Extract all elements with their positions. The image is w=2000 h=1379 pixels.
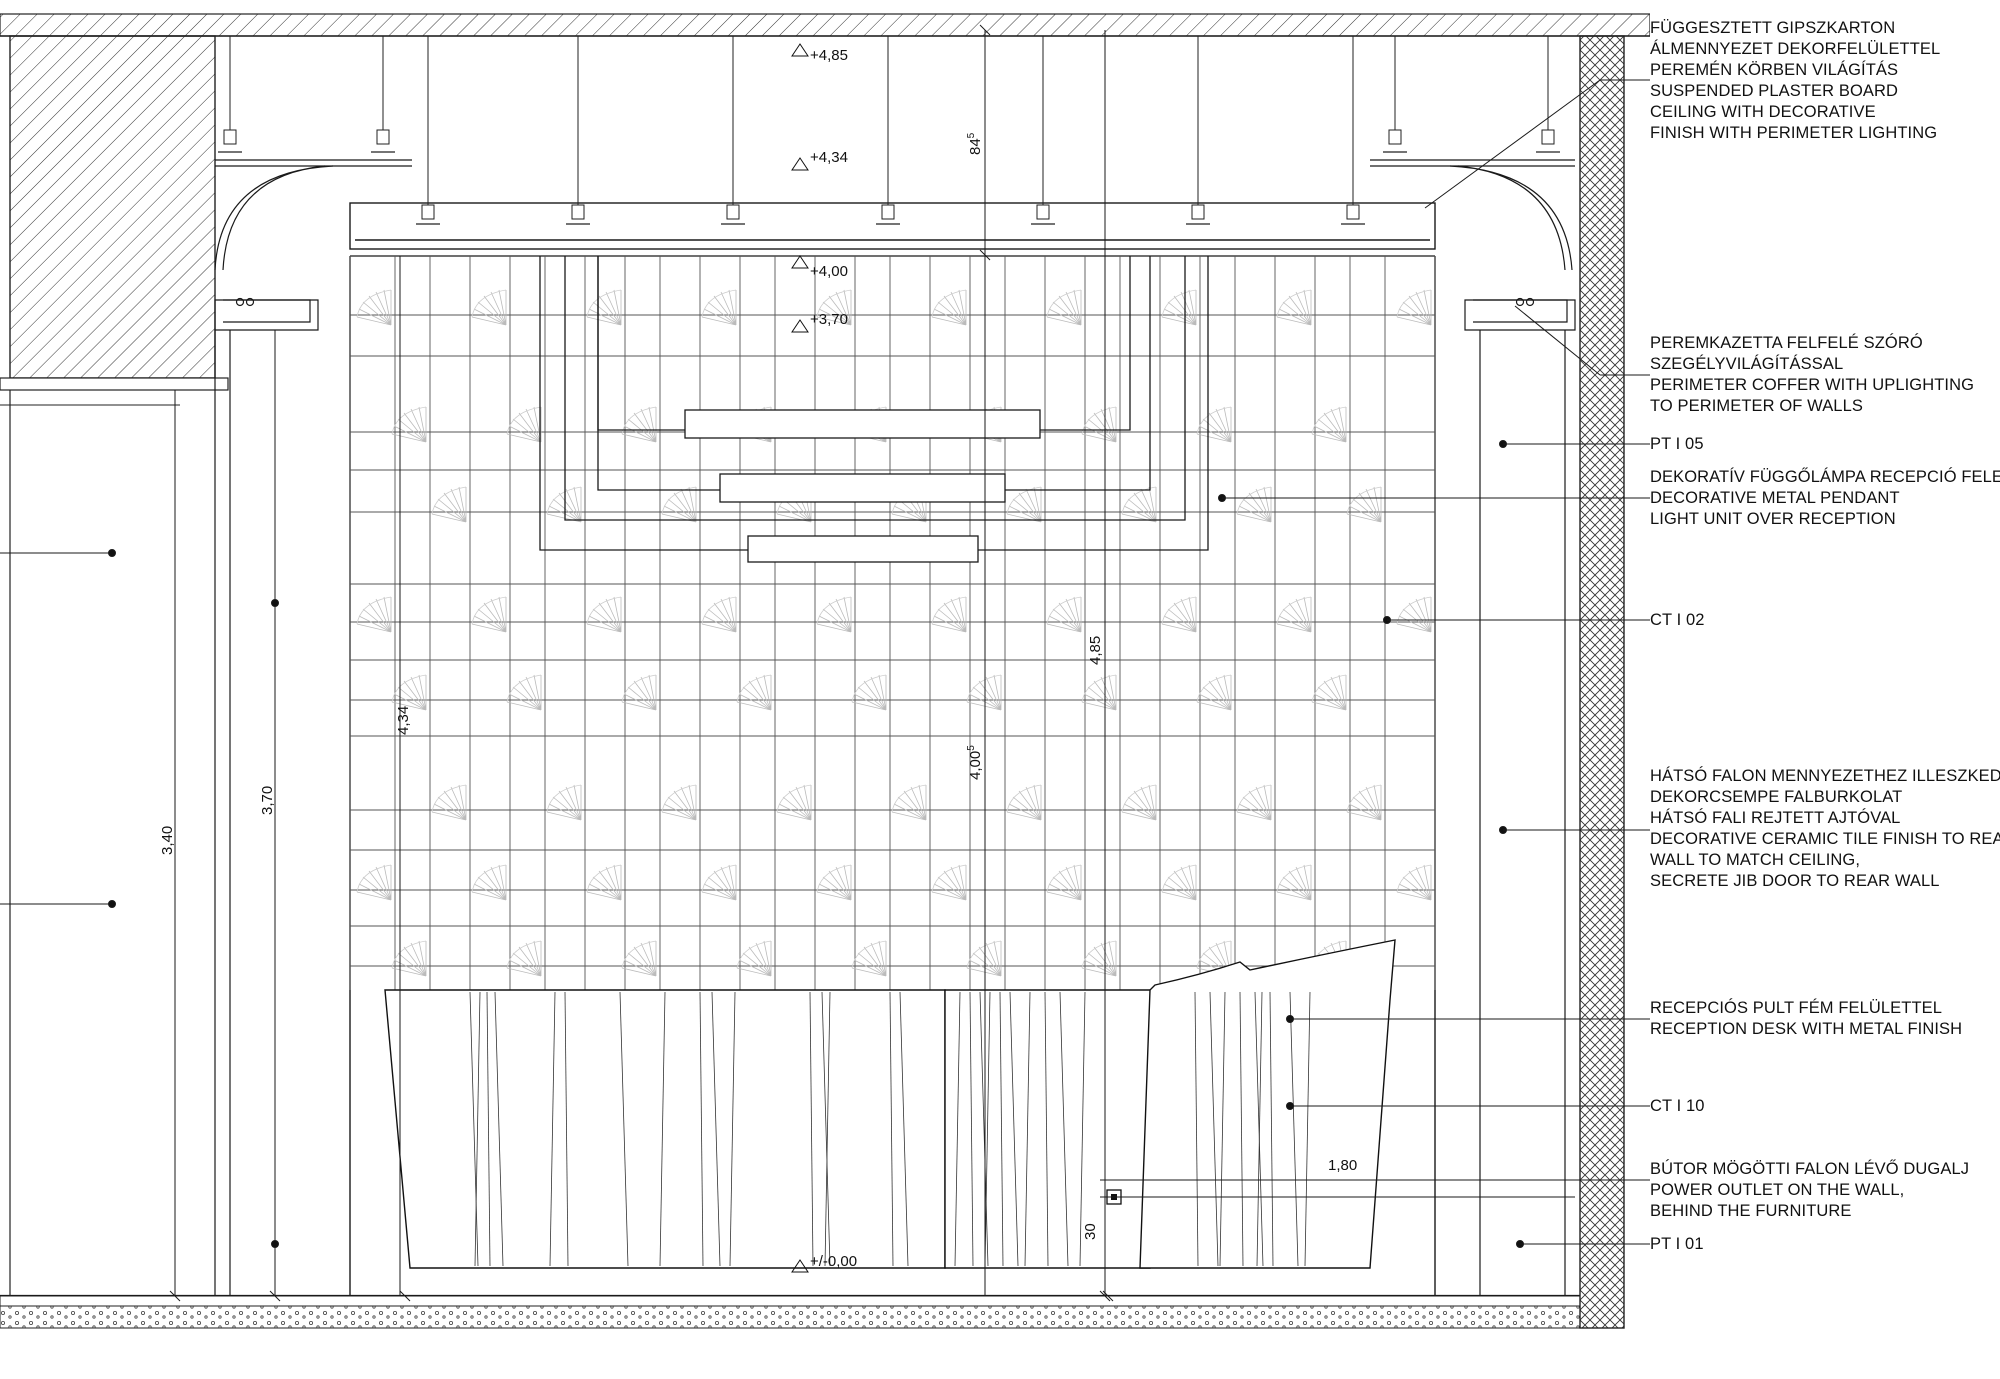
note-line: ÁLMENNYEZET DEKORFELÜLETTEL (1650, 40, 1941, 58)
note-rear-wall-tiles: HÁTSÓ FALON MENNYEZETHEZ ILLESZKEDŐ DEKOR… (1650, 766, 2000, 892)
note-line: CT I 02 (1650, 611, 1705, 629)
note-line: PEREMKAZETTA FELFELÉ SZÓRÓ (1650, 334, 1923, 352)
annotation-notes: FÜGGESZTETT GIPSZKARTON ÁLMENNYEZET DEKOR… (1650, 0, 2000, 1379)
dim-370: 3,70 (259, 786, 276, 815)
dim-434: 4,34 (395, 706, 412, 735)
note-line: RECEPCIÓS PULT FÉM FELÜLETTEL (1650, 999, 1943, 1017)
dimension-lines (0, 24, 1575, 1302)
ceiling-slab (0, 13, 1650, 37)
note-line: DECORATIVE CERAMIC TILE FINISH TO REAR (1650, 830, 2000, 848)
note-line: DECORATIVE METAL PENDANT (1650, 489, 1900, 507)
right-perimeter-coffer (1370, 159, 1576, 1296)
note-line: FÜGGESZTETT GIPSZKARTON (1650, 19, 1896, 37)
note-line: CEILING WITH DECORATIVE (1650, 103, 1876, 121)
note-perimeter-coffer: PEREMKAZETTA FELFELÉ SZÓRÓ SZEGÉLYVILÁGÍT… (1650, 333, 1974, 417)
note-line: HÁTSÓ FALI REJTETT AJTÓVAL (1650, 809, 1901, 827)
level-485: +4,85 (810, 47, 848, 64)
reception-desk (384, 939, 1396, 1269)
note-line: DEKORATÍV FÜGGŐLÁMPA RECEPCIÓ FELETT (1650, 468, 2000, 486)
level-000: +/-0,00 (810, 1253, 857, 1270)
note-line: CT I 10 (1650, 1097, 1705, 1115)
floor-slab (0, 1294, 1581, 1329)
note-line: PT I 01 (1650, 1235, 1704, 1253)
dimension-texts: 845 4,85 4,005 4,34 3,70 3,40 1,80 30 (159, 132, 1357, 1240)
note-ct10: CT I 10 (1650, 1096, 1705, 1117)
left-perimeter-coffer (214, 159, 412, 1296)
note-line: POWER OUTLET ON THE WALL, (1650, 1181, 1905, 1199)
dim-485: 4,85 (1087, 636, 1104, 665)
note-line: DEKORCSEMPE FALBURKOLAT (1650, 788, 1903, 806)
note-line: FINISH WITH PERIMETER LIGHTING (1650, 124, 1938, 142)
note-power-outlet: BÚTOR MÖGÖTTI FALON LÉVŐ DUGALJ POWER OUT… (1650, 1159, 1969, 1222)
note-line: PERIMETER COFFER WITH UPLIGHTING (1650, 376, 1975, 394)
section-elevation-drawing: +4,85 +4,34 +4,00 +3,70 +/-0,00 845 4,85… (0, 13, 1650, 1329)
note-line: SZEGÉLYVILÁGÍTÁSSAL (1650, 355, 1844, 373)
rear-wall-tile-pattern (349, 255, 1436, 990)
note-line: LIGHT UNIT OVER RECEPTION (1650, 510, 1896, 528)
dim-340: 3,40 (159, 826, 176, 855)
leader-lines (1218, 79, 1650, 1248)
level-markers: +4,85 +4,34 +4,00 +3,70 +/-0,00 (791, 43, 857, 1273)
note-pendant-light: DEKORATÍV FÜGGŐLÁMPA RECEPCIÓ FELETT DECO… (1650, 467, 2000, 530)
decorative-pendant-light (539, 256, 1209, 563)
note-suspended-ceiling: FÜGGESZTETT GIPSZKARTON ÁLMENNYEZET DEKOR… (1650, 18, 1940, 144)
note-reception-desk: RECEPCIÓS PULT FÉM FELÜLETTEL RECEPTION D… (1650, 998, 1962, 1040)
dim-30: 30 (1082, 1223, 1099, 1240)
note-line: BÚTOR MÖGÖTTI FALON LÉVŐ DUGALJ (1650, 1160, 1970, 1178)
note-ct02: CT I 02 (1650, 610, 1705, 631)
note-pt01: PT I 01 (1650, 1234, 1704, 1255)
note-line: RECEPTION DESK WITH METAL FINISH (1650, 1020, 1963, 1038)
ceiling-hangers (218, 36, 1560, 225)
dim-180: 1,80 (1328, 1157, 1357, 1174)
note-line: BEHIND THE FURNITURE (1650, 1202, 1852, 1220)
dim-4005: 4,005 (966, 745, 984, 780)
level-370: +3,70 (810, 311, 848, 328)
note-line: WALL TO MATCH CEILING, (1650, 851, 1861, 869)
note-line: PEREMÉN KÖRBEN VILÁGÍTÁS (1650, 61, 1899, 79)
note-line: HÁTSÓ FALON MENNYEZETHEZ ILLESZKEDŐ (1650, 767, 2000, 785)
level-400: +4,00 (810, 263, 848, 280)
note-line: SUSPENDED PLASTER BOARD (1650, 82, 1899, 100)
right-wall (1579, 35, 1625, 1329)
note-line: PT I 05 (1650, 435, 1704, 453)
left-column (0, 35, 229, 1296)
level-434: +4,34 (810, 149, 848, 166)
note-line: SECRETE JIB DOOR TO REAR WALL (1650, 872, 1940, 890)
dim-845: 845 (966, 132, 984, 155)
note-pt05: PT I 05 (1650, 434, 1704, 455)
note-line: TO PERIMETER OF WALLS (1650, 397, 1863, 415)
